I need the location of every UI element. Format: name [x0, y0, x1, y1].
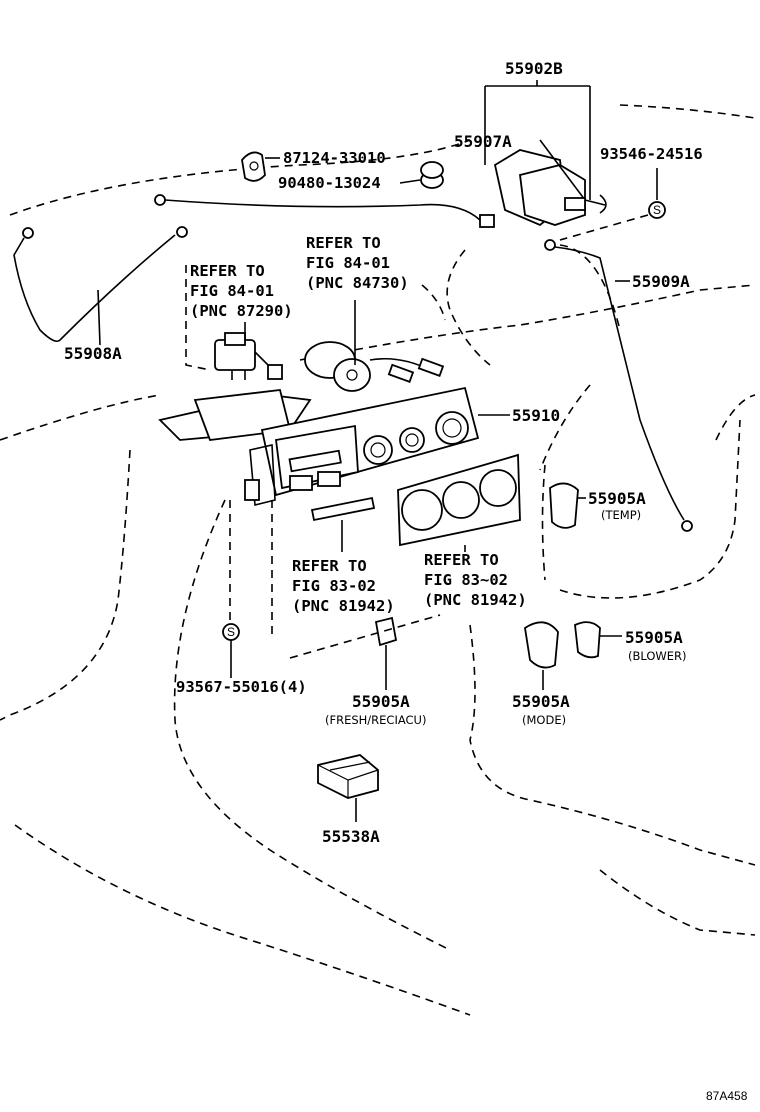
screw-symbol-2: S	[227, 625, 235, 639]
label-55905A-temp: 55905A	[588, 489, 646, 508]
screw-93567: S	[222, 623, 240, 641]
knob-temp	[549, 482, 579, 529]
label-55905A-fresh: 55905A	[352, 692, 410, 711]
ref4-line3: (PNC 81942)	[424, 591, 527, 609]
ref2-line1: REFER TO	[306, 234, 381, 252]
knob-mode	[524, 621, 559, 669]
label-55908A: 55908A	[64, 344, 122, 363]
knob-fresh-recirc	[374, 616, 398, 647]
reference-dashes	[185, 265, 446, 659]
blower-resistor-87290	[214, 332, 283, 380]
dashboard-outline	[0, 104, 756, 1016]
label-55910: 55910	[512, 406, 560, 425]
ref-note-87290: REFER TO FIG 84-01 (PNC 87290)	[190, 262, 293, 320]
label-55905A-mode: 55905A	[512, 692, 570, 711]
figure-code: 87A458	[706, 1089, 748, 1103]
label-55538A: 55538A	[322, 827, 380, 846]
motor-84730	[304, 341, 445, 392]
servo-motor-55907A	[493, 139, 607, 227]
ref4-line1: REFER TO	[424, 551, 499, 569]
label-93567-55016: 93567-55016(4)	[176, 678, 307, 696]
label-55909A: 55909A	[632, 272, 690, 291]
label-55902B: 55902B	[505, 59, 563, 78]
part-labels: 55902B 55907A 87124-33010 90480-13024 93…	[64, 59, 703, 846]
ref3-line2: FIG 83-02	[292, 577, 376, 595]
ref-note-81942-b: REFER TO FIG 83~02 (PNC 81942)	[424, 551, 527, 609]
panel-strip-81942	[310, 496, 376, 522]
switch-55538A	[317, 754, 379, 799]
label-87124-33010: 87124-33010	[283, 149, 386, 167]
sublabel-fresh: (FRESH/RECIACU)	[325, 713, 426, 727]
ref1-line3: (PNC 87290)	[190, 302, 293, 320]
heater-control-unit-55910	[158, 386, 480, 507]
ref4-line2: FIG 83~02	[424, 571, 508, 589]
control-cable-upper	[154, 194, 495, 228]
ref1-line2: FIG 84-01	[190, 282, 274, 300]
control-cable-55909A	[544, 239, 693, 532]
ref-note-81942-a: REFER TO FIG 83-02 (PNC 81942)	[292, 557, 395, 615]
label-93546-24516: 93546-24516	[600, 145, 703, 163]
sublabel-mode: (MODE)	[522, 713, 566, 727]
label-55907A: 55907A	[454, 132, 512, 151]
trim-bezel-81942	[397, 453, 521, 547]
label-55905A-blower: 55905A	[625, 628, 683, 647]
ref-note-84730: REFER TO FIG 84-01 (PNC 84730)	[306, 234, 409, 292]
screw-93546: S	[559, 201, 666, 241]
ref2-line2: FIG 84-01	[306, 254, 390, 272]
screw-symbol: S	[653, 203, 661, 217]
label-90480-13024: 90480-13024	[278, 174, 381, 192]
ref3-line3: (PNC 81942)	[292, 597, 395, 615]
ref1-line1: REFER TO	[190, 262, 265, 280]
grommet-90480	[420, 161, 444, 189]
clip-87124	[241, 151, 266, 182]
control-cable-55908A	[13, 226, 188, 343]
sublabel-blower: (BLOWER)	[628, 649, 687, 663]
leader-lines	[97, 80, 658, 822]
knob-blower	[574, 621, 601, 659]
sublabel-temp: (TEMP)	[601, 508, 641, 522]
ref3-line1: REFER TO	[292, 557, 367, 575]
ref2-line3: (PNC 84730)	[306, 274, 409, 292]
